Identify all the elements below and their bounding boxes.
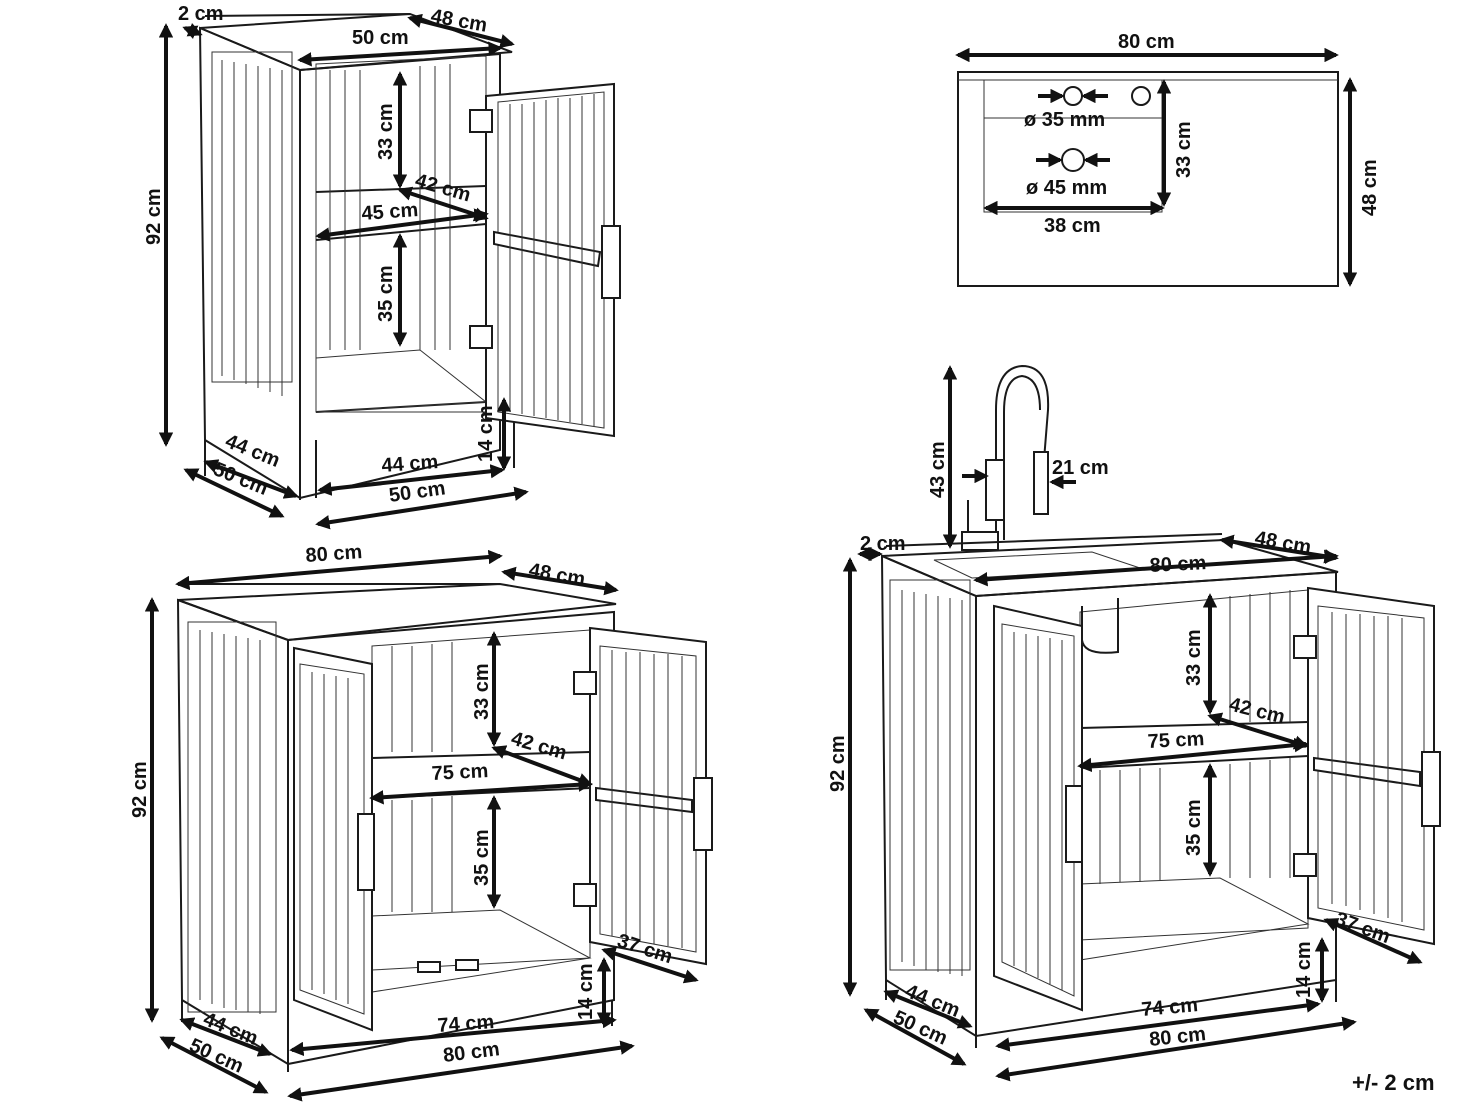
label-shelf-width: 75 cm: [1147, 728, 1205, 753]
label-top-depth: 48 cm: [1253, 527, 1313, 559]
label-leg-height: 14 cm: [575, 963, 597, 1020]
tolerance-note: +/- 2 cm: [1352, 1070, 1435, 1095]
label-front-inner: 74 cm: [1141, 994, 1199, 1021]
label-top-width: 80 cm: [305, 541, 363, 567]
double-door-cabinet: 80 cm 48 cm 92 cm 33 cm 42 cm 75 cm 35 c…: [129, 541, 713, 1102]
label-hole-large: ø 45 mm: [1026, 177, 1107, 199]
label-top-width: 80 cm: [1149, 552, 1207, 577]
label-height: 92 cm: [827, 735, 849, 792]
label-shelf-width: 75 cm: [431, 760, 489, 785]
label-height: 92 cm: [129, 761, 151, 818]
label-top-width: 50 cm: [352, 27, 409, 49]
label-upper-gap: 33 cm: [375, 103, 397, 160]
side-slats: [211, 51, 293, 383]
label-top-width: 80 cm: [1118, 31, 1175, 53]
label-upper-gap: 33 cm: [471, 663, 493, 720]
label-shelf-width: 45 cm: [361, 199, 419, 225]
label-top-edge: 2 cm: [860, 533, 906, 555]
label-leg-height: 14 cm: [475, 405, 497, 462]
label-faucet-height: 43 cm: [927, 441, 949, 498]
label-top-depth: 48 cm: [527, 559, 587, 591]
sink-top-view: 80 cm ø 35 mm ø 45 mm 33 cm 38 cm 48 cm: [955, 31, 1381, 287]
label-upper-gap: 33 cm: [1183, 629, 1205, 686]
single-door-cabinet: 2 cm 48 cm 50 cm 92 cm 33 cm 42 cm 45 cm…: [143, 3, 621, 530]
label-leg-height: 14 cm: [1293, 941, 1315, 998]
sink-cabinet: 43 cm 21 cm 2 cm 80 cm 48 cm 92 cm 33 cm…: [827, 364, 1441, 1082]
label-faucet-reach: 21 cm: [1052, 457, 1109, 479]
label-shelf-depth: 42 cm: [413, 170, 474, 207]
label-hole-small: ø 35 mm: [1024, 109, 1105, 131]
label-top-depth: 48 cm: [429, 5, 489, 37]
label-front-inner: 74 cm: [437, 1011, 495, 1037]
label-front-outer: 80 cm: [442, 1038, 501, 1067]
label-lower-gap: 35 cm: [471, 829, 493, 886]
label-lower-gap: 35 cm: [1183, 799, 1205, 856]
label-height: 92 cm: [143, 188, 165, 245]
label-lower-gap: 35 cm: [375, 265, 397, 322]
label-front-inner: 44 cm: [381, 451, 439, 477]
faucet: [961, 364, 1050, 551]
label-depth: 48 cm: [1359, 159, 1381, 216]
label-top-edge: 2 cm: [178, 3, 224, 25]
label-basin-width: 38 cm: [1044, 215, 1101, 237]
open-door: [485, 82, 621, 438]
label-basin-depth: 33 cm: [1173, 121, 1195, 178]
